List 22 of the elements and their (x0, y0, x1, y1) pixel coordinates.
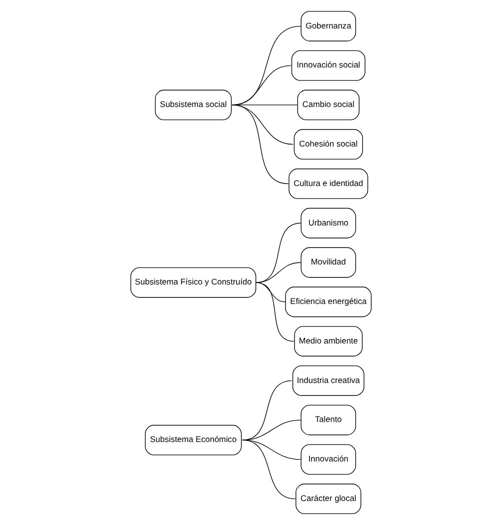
connector (255, 262, 301, 283)
connector (242, 420, 301, 440)
node-box: Carácter glocal (295, 484, 361, 514)
connector (255, 222, 301, 283)
node-box: Gobernanza (300, 10, 356, 42)
node-box: Movilidad (300, 247, 356, 278)
node-box: Talento (300, 404, 356, 436)
node-box: Subsistema Económico (144, 424, 242, 456)
connector (255, 282, 294, 342)
node-box: Innovación social (290, 50, 365, 81)
node-box: Subsistema social (154, 90, 232, 120)
node-box: Cohesión social (293, 129, 362, 160)
node-box: Urbanismo (300, 208, 356, 238)
node-box: Medio ambiente (294, 326, 362, 356)
node-box: Cambio social (296, 90, 359, 120)
node-box: Cultura e identidad (288, 168, 368, 199)
node-box: Industria creativa (292, 365, 364, 396)
node-box: Eficiencia energética (284, 286, 372, 318)
node-box: Innovación (300, 444, 356, 475)
connector (242, 440, 296, 500)
node-box: Subsistema Físico y Construído (130, 267, 256, 298)
connector (231, 104, 288, 184)
